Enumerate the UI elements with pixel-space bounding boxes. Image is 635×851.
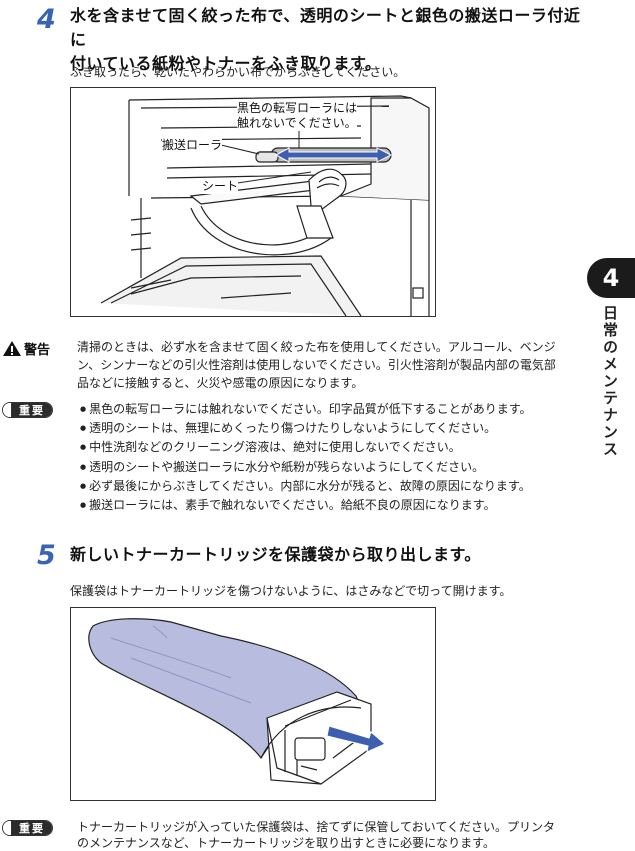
important-badge: 重要	[2, 402, 53, 418]
callout-line: 黒色の転写ローラには	[237, 101, 358, 115]
list-item: 黒色の転写ローラには触れないでください。印字品質が低下することがあります。	[80, 400, 531, 419]
important-text: トナーカートリッジが入っていた保護袋は、捨てずに保管しておいてください。プリンタ…	[77, 819, 597, 851]
toner-bag-illustration	[88, 618, 386, 785]
step-title: 水を含ませて固く絞った布で、透明のシートと銀色の搬送ローラ付近に 付いている紙粉…	[70, 4, 590, 76]
step-title: 新しいトナーカートリッジを保護袋から取り出します。	[70, 545, 481, 564]
important-badge-tab	[3, 403, 12, 417]
transfer-roller-callout: 黒色の転写ローラには 触れないでください。	[237, 101, 358, 131]
list-item: 中性洗剤などのクリーニング溶液は、絶対に使用しないでください。	[80, 438, 532, 457]
important-line: のメンテナンスなど、トナーカートリッジを取り出すときに必要になります。	[77, 836, 495, 850]
list-item: 必ず最後にからぶきしてください。内部に水分が残ると、故障の原因になります。	[80, 477, 532, 496]
callout-line: 触れないでください。	[237, 116, 357, 130]
important-line: トナーカートリッジが入っていた保護袋は、捨てずに保管しておいてください。プリンタ	[77, 820, 555, 834]
transport-roller-callout: 搬送ローラ	[162, 138, 223, 153]
step-number: 5	[37, 540, 56, 571]
important-badge-tab	[3, 821, 12, 835]
warning-label-text: 警告	[24, 343, 51, 358]
important-badge-text: 重要	[12, 403, 52, 417]
important-badge: 重要	[2, 820, 53, 836]
toner-bag-figure	[70, 607, 436, 801]
step-title-line: 水を含ませて固く絞った布で、透明のシートと銀色の搬送ローラ付近に	[70, 6, 581, 49]
chapter-tab: 4	[587, 258, 635, 298]
list-item: 搬送ローラには、素手で触れないでください。給紙不良の原因になります。	[80, 496, 532, 515]
warning-label: 警告	[2, 339, 50, 358]
important-list: 黒色の転写ローラには触れないでください。印字品質が低下することがあります。 透明…	[80, 400, 532, 515]
step-title-line: 付いている紙粉やトナーをふき取ります。	[70, 54, 382, 73]
step-note: ふき取ったら、乾いたやわらかい布でからぶきしてください。	[70, 65, 406, 79]
warning-triangle-icon	[3, 341, 21, 356]
list-item: 透明のシートや搬送ローラに水分や紙粉が残らないようにしてください。	[80, 458, 532, 477]
warning-text: 清掃のときは、必ず水を含ませて固く絞った布を使用してください。アルコール、ベンジ…	[77, 338, 587, 392]
warning-line: ン、シンナーなどの引火性溶剤は使用しないでください。引火性溶剤が製品内部の電気部	[77, 358, 556, 372]
chapter-title: 日常のメンテナンス	[601, 305, 619, 458]
list-item: 透明のシートは、無理にめくったり傷つけたりしないようにしてください。	[80, 419, 532, 438]
printer-cleaning-figure: 黒色の転写ローラには 触れないでください。 搬送ローラ シート	[70, 87, 436, 317]
warning-line: 品などに接触すると、火災や感電の原因になります。	[77, 376, 364, 390]
step-number: 4	[37, 4, 56, 35]
important-badge-text: 重要	[12, 821, 52, 835]
sheet-callout: シート	[202, 179, 239, 194]
step-note: 保護袋はトナーカートリッジを傷つけないように、はさみなどで切って開けます。	[70, 584, 512, 598]
warning-line: 清掃のときは、必ず水を含ませて固く絞った布を使用してください。アルコール、ベンジ	[77, 340, 556, 354]
